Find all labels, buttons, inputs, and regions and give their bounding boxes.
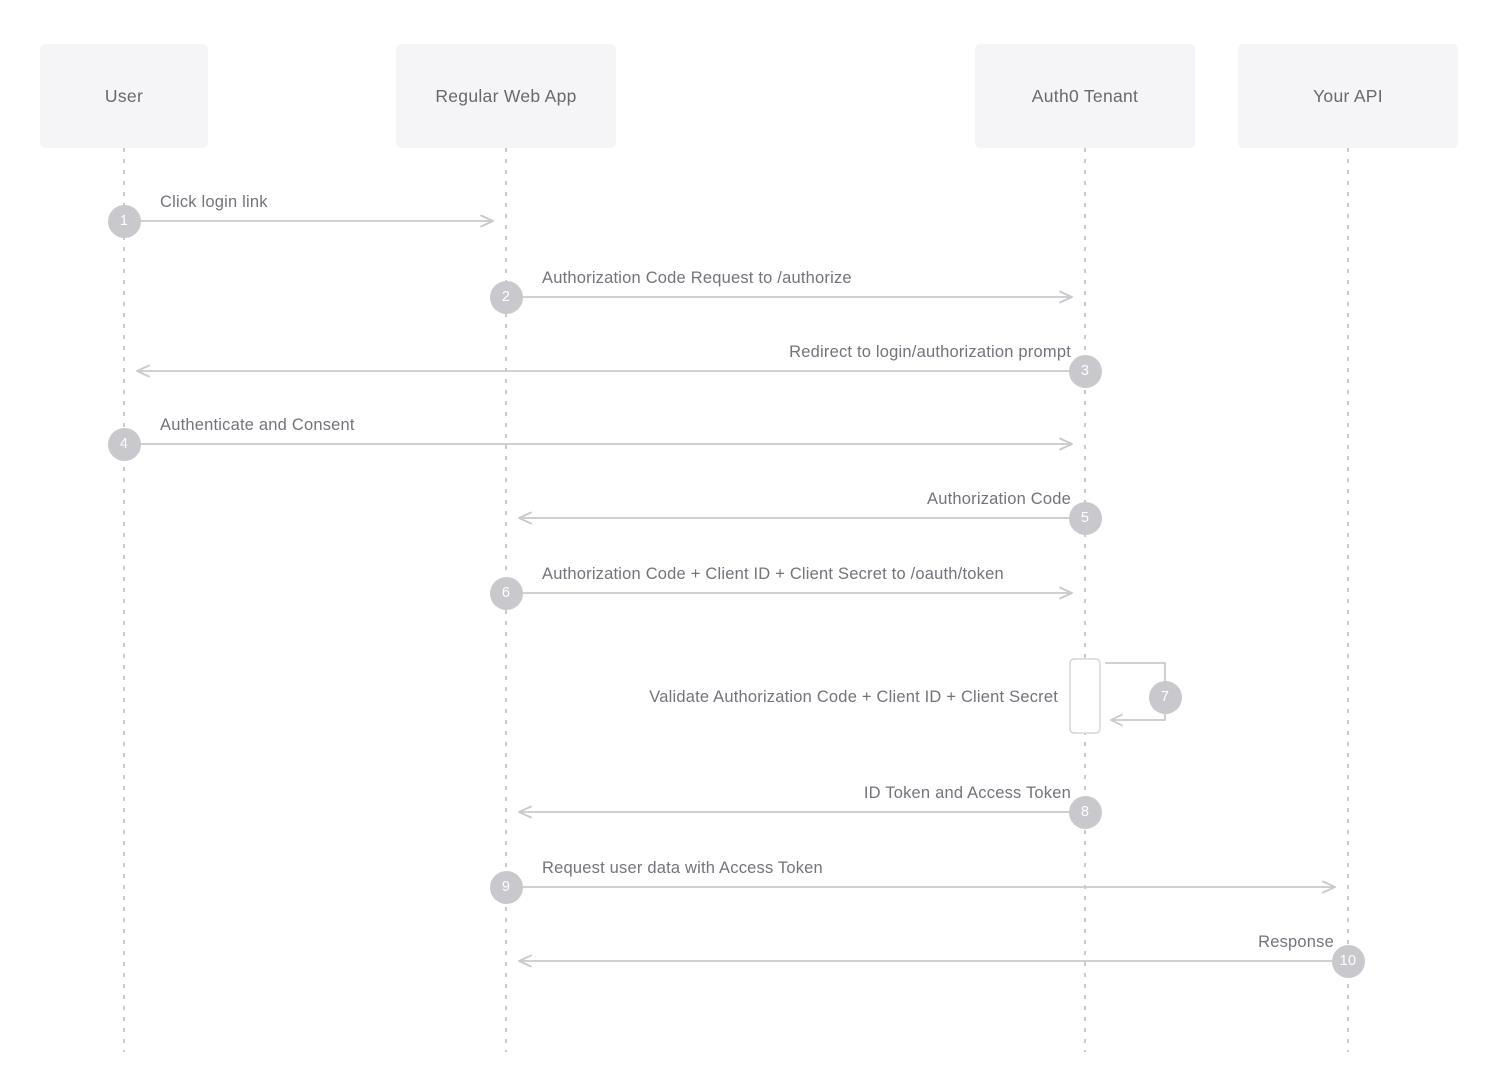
message-10-label: Response	[1258, 933, 1334, 951]
activation-box	[1069, 658, 1101, 734]
step-badge-2: 2	[489, 280, 523, 314]
message-2-arrowhead	[1059, 290, 1073, 304]
message-7-arrowhead	[1110, 713, 1123, 727]
message-4-arrowhead	[1059, 437, 1073, 451]
message-1-arrowhead	[480, 214, 494, 228]
message-5-arrowhead	[518, 511, 532, 525]
message-10-arrowhead	[518, 954, 532, 968]
message-1-label: Click login link	[160, 193, 268, 211]
step-badge-8: 8	[1068, 795, 1102, 829]
actor-label-your-api: Your API	[1313, 85, 1383, 106]
step-badge-10: 10	[1331, 944, 1365, 978]
actor-label-auth0-tenant: Auth0 Tenant	[1031, 85, 1139, 106]
message-3-arrowhead	[136, 364, 150, 378]
step-badge-6: 6	[489, 576, 523, 610]
actor-label-user: User	[104, 85, 144, 106]
step-badge-3: 3	[1068, 354, 1102, 388]
step-badge-9: 9	[489, 870, 523, 904]
actor-label-regular-web-app: Regular Web App	[435, 85, 577, 106]
step-badge-1: 1	[107, 204, 141, 238]
message-6-label: Authorization Code + Client ID + Client …	[542, 565, 1004, 583]
step-badge-7: 7	[1148, 680, 1182, 714]
message-4-label: Authenticate and Consent	[160, 416, 355, 434]
actor-user: User	[40, 44, 208, 148]
message-8-label: ID Token and Access Token	[863, 784, 1071, 802]
step-badge-4: 4	[107, 427, 141, 461]
message-9-arrowhead	[1322, 880, 1336, 894]
message-9-label: Request user data with Access Token	[542, 859, 823, 877]
message-3-label: Redirect to login/authorization prompt	[789, 343, 1071, 361]
actor-regular-web-app: Regular Web App	[396, 44, 616, 148]
message-5-label: Authorization Code	[927, 490, 1071, 508]
message-6-arrowhead	[1059, 586, 1073, 600]
message-7-label: Validate Authorization Code + Client ID …	[649, 688, 1058, 706]
actor-your-api: Your API	[1238, 44, 1458, 148]
step-badge-5: 5	[1068, 501, 1102, 535]
message-8-arrowhead	[518, 805, 532, 819]
actor-auth0-tenant: Auth0 Tenant	[975, 44, 1195, 148]
message-2-label: Authorization Code Request to /authorize	[542, 269, 852, 287]
